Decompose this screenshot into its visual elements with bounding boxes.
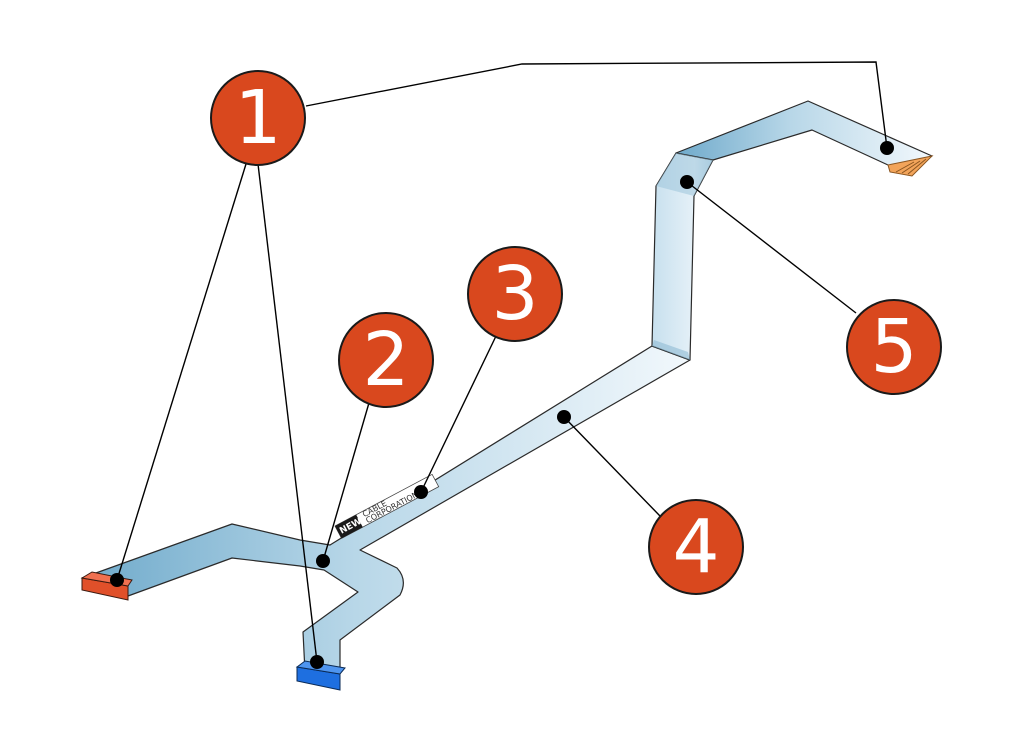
callout-2: 2 xyxy=(338,312,434,408)
callout-number: 3 xyxy=(491,251,538,337)
leader-1-contacts xyxy=(305,61,888,149)
callout-1: 1 xyxy=(210,70,306,166)
sticker-logo-block xyxy=(335,514,363,539)
leader-1-red xyxy=(116,163,247,581)
callout-5: 5 xyxy=(846,299,942,395)
dot-5 xyxy=(680,175,694,189)
dot-4 xyxy=(557,410,571,424)
callout-number: 1 xyxy=(234,75,281,161)
dot-2 xyxy=(316,554,330,568)
leader-5 xyxy=(686,181,857,314)
dot-1-contacts xyxy=(880,141,894,155)
callout-3: 3 xyxy=(467,246,563,342)
cable-top-run xyxy=(675,100,933,173)
callout-number: 2 xyxy=(362,317,409,403)
leader-lines xyxy=(116,61,888,663)
fold-shade-top xyxy=(656,153,713,196)
dot-1-blue xyxy=(310,655,324,669)
callout-4: 4 xyxy=(648,499,744,595)
dot-1-red xyxy=(110,573,124,587)
connector-blue xyxy=(295,660,346,691)
leader-2 xyxy=(322,395,372,562)
anchor-dots xyxy=(110,141,894,669)
gold-contacts xyxy=(887,155,934,177)
leader-1-blue xyxy=(257,163,318,663)
leader-4 xyxy=(563,416,661,517)
dot-3 xyxy=(414,485,428,499)
callout-number: 5 xyxy=(870,304,917,390)
fold-shade-bottom xyxy=(652,340,690,360)
leader-3 xyxy=(420,333,498,493)
callout-number: 4 xyxy=(672,504,719,590)
flex-cable xyxy=(81,100,933,673)
